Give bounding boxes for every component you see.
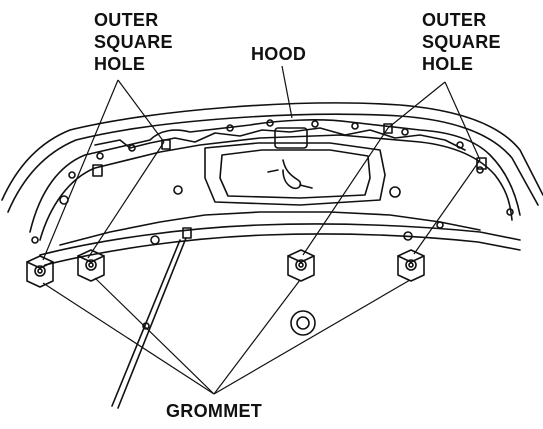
leader-outer-left-a — [42, 79, 119, 261]
lower-crossmember — [39, 223, 521, 256]
support-rod — [117, 237, 187, 409]
leader-outer-right-a — [387, 81, 446, 129]
label-grommet: GROMMET — [166, 401, 263, 421]
label-outer-square-hole-right: OUTER SQUARE HOLE — [422, 9, 501, 75]
label-line: OUTER — [422, 10, 487, 30]
leader-outer-right-b — [444, 81, 481, 161]
inner-square-hole — [182, 227, 192, 239]
outer-square-hole-1 — [92, 164, 103, 177]
label-outer-square-hole-left: OUTER SQUARE HOLE — [94, 9, 173, 75]
hood-outer-edge — [1, 102, 543, 201]
label-hood: HOOD — [251, 44, 307, 64]
grommet-3 — [287, 249, 315, 282]
leader-outer-left-b — [117, 79, 165, 143]
grommet-1 — [26, 255, 54, 288]
hood-inner-panel — [29, 119, 521, 233]
grommet-2 — [77, 249, 105, 282]
leader-grommet-4 — [213, 279, 411, 395]
label-line: SQUARE — [422, 32, 501, 52]
leader-grommet-2 — [94, 277, 215, 395]
leader-grommet-3 — [213, 279, 301, 395]
washer-icon — [290, 310, 316, 336]
leader-grommet-1 — [42, 282, 215, 395]
grommet-4 — [397, 249, 425, 282]
outer-square-hole-3 — [383, 123, 393, 134]
label-line: HOLE — [94, 54, 146, 74]
label-line: HOLE — [422, 54, 474, 74]
label-line: OUTER — [94, 10, 159, 30]
leader-hood — [281, 65, 293, 119]
center-reinforcement — [204, 142, 386, 206]
label-line: SQUARE — [94, 32, 173, 52]
hood-outer-edge-inner — [7, 113, 539, 213]
hood-inner-panel-edge — [39, 134, 513, 241]
